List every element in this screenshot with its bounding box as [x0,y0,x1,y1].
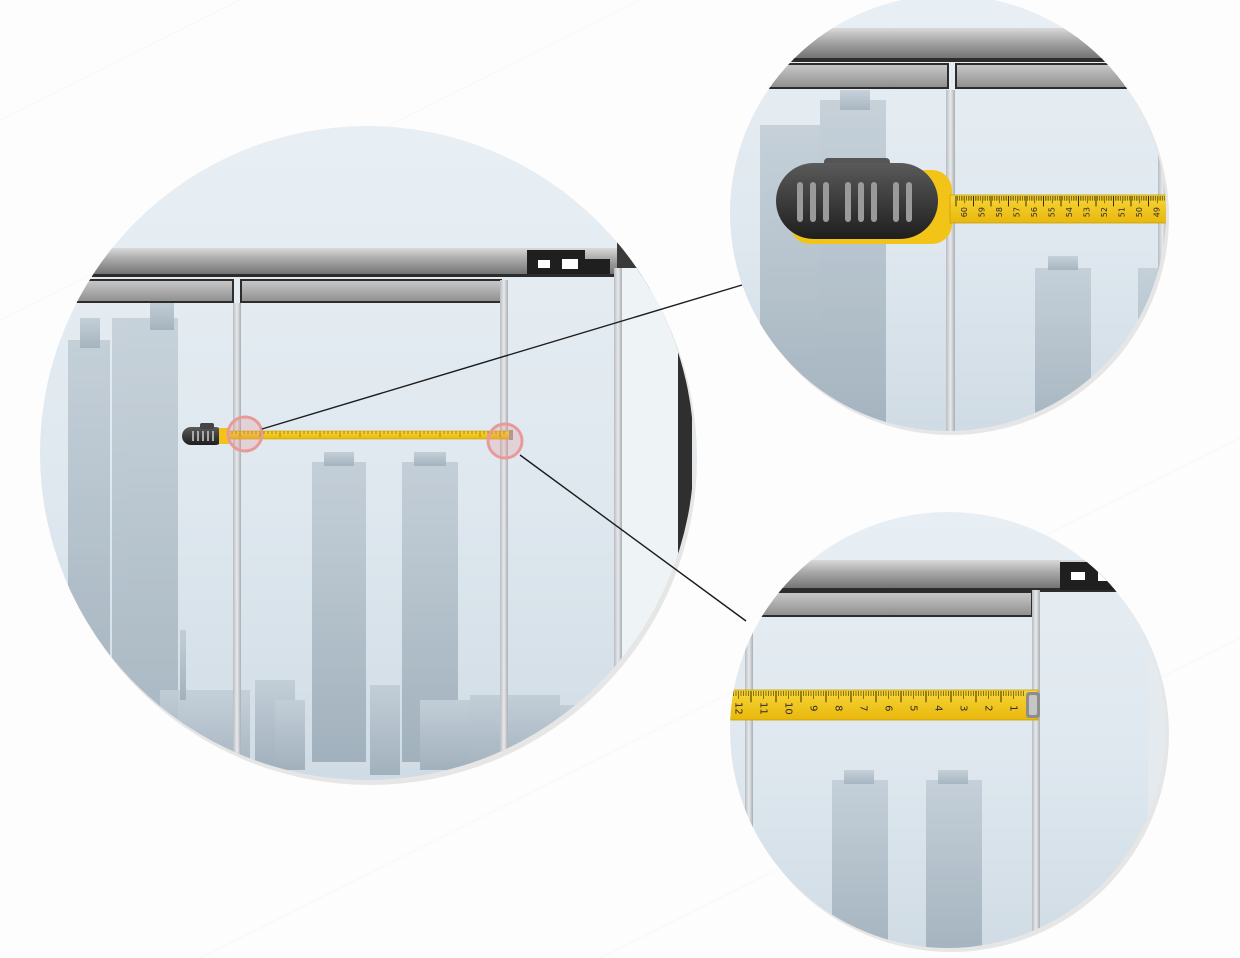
tape-measure-icon [182,423,229,445]
tape-number: 4 [933,705,944,711]
tape-number: 54 [1065,207,1074,217]
tape-measure-case-zoomed [776,158,952,244]
highlight-ring-right [486,422,524,460]
zoom-view-tape-end: 12 11 10 9 8 7 6 5 4 3 2 1 [730,512,1169,952]
callout-line-top [261,284,743,430]
tape-number: 53 [1083,207,1092,217]
main-window-view [40,126,697,785]
tape-number: 52 [1100,207,1109,217]
tape-end-hook [1026,692,1040,718]
callout-line-bottom [519,454,747,622]
tape-number: 7 [858,705,869,711]
tape-number: 56 [1030,207,1039,217]
tape-blade [227,430,513,440]
tape-number: 6 [883,705,894,711]
tape-number: 2 [983,705,994,711]
tape-number: 8 [833,705,844,711]
tape-number: 3 [958,705,969,711]
tape-number: 9 [808,705,819,711]
tape-number: 50 [1135,207,1144,217]
tape-number: 11 [758,702,769,715]
zoom-view-tape-start: 60 59 58 57 56 55 54 53 52 51 50 49 [730,0,1169,435]
tape-number: 5 [908,705,919,711]
tape-number: 57 [1013,207,1022,217]
tape-number: 55 [1048,207,1057,217]
highlight-ring-left [226,415,264,453]
tape-number: 10 [783,702,794,715]
tape-number: 59 [978,207,987,217]
tape-number: 51 [1118,207,1127,217]
tape-number: 60 [960,207,969,217]
tape-number: 1 [1008,705,1019,711]
tape-number: 58 [995,207,1004,217]
tape-number: 49 [1153,207,1162,217]
tape-number: 12 [733,702,744,715]
